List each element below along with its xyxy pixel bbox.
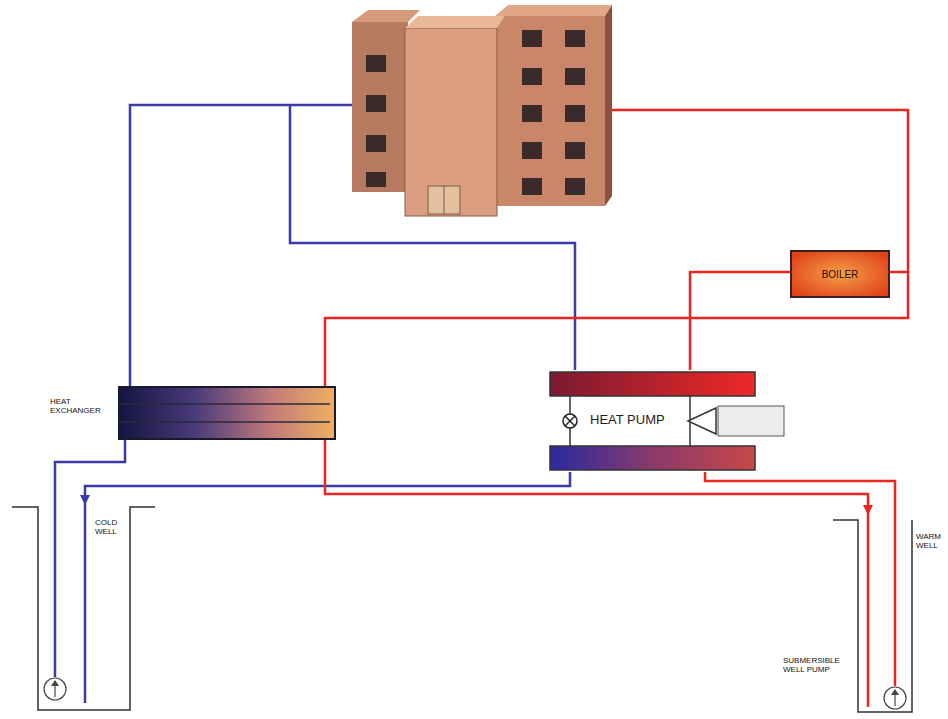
heat-pump-part	[550, 446, 755, 470]
heat-pump-part	[688, 408, 716, 434]
warm-well: WARM WELL SUBMERSIBLE WELL PUMP	[775, 515, 946, 715]
window	[522, 105, 542, 122]
heat-pump-part	[565, 416, 575, 426]
heat-pump-part	[565, 416, 575, 426]
window	[366, 172, 386, 187]
window	[565, 178, 585, 195]
window	[565, 68, 585, 85]
window	[565, 30, 585, 47]
door	[428, 186, 460, 214]
heat-exchanger-part	[119, 421, 330, 423]
well-label: COLD WELL	[95, 519, 127, 537]
building-illustration	[352, 5, 612, 216]
warm-well-part	[891, 689, 899, 695]
pipe-connector	[85, 472, 570, 505]
warm-well-part	[884, 687, 906, 709]
heat-exchanger-part	[119, 403, 330, 405]
cold-well-part	[54, 505, 57, 677]
heat-exchanger-part	[119, 387, 335, 439]
building-illustration	[405, 28, 497, 216]
window	[366, 95, 386, 112]
window	[366, 135, 386, 152]
building-illustration	[352, 22, 408, 192]
pipe-connector	[325, 440, 868, 515]
heat-pump-part	[718, 406, 784, 436]
building-pipe	[290, 105, 575, 370]
warm-well-part	[833, 520, 912, 712]
cold-well-part	[84, 505, 87, 703]
arrow-head	[80, 495, 90, 505]
boiler-label: BOILER	[790, 269, 890, 280]
exchanger-label: HEAT EXCHANGER	[50, 398, 112, 416]
boiler-box-part	[791, 251, 889, 297]
heat-pump-outline	[548, 370, 788, 472]
door	[444, 186, 445, 214]
heat-pump-label: HEAT PUMP	[590, 413, 665, 427]
building-illustration	[352, 10, 420, 22]
heat-exchanger: HEAT EXCHANGER	[118, 386, 338, 440]
cold-well-outline	[10, 505, 160, 715]
pipe-connector	[705, 472, 895, 515]
warm-well-part	[894, 515, 897, 686]
pipe-connector	[690, 272, 790, 370]
building-pipe	[130, 105, 908, 386]
cold-well-part	[51, 680, 59, 686]
cold-well-part	[44, 678, 66, 700]
heat-pump-part	[550, 372, 755, 396]
building-illustration	[495, 5, 612, 16]
building-illustration	[405, 16, 505, 28]
window	[522, 68, 542, 85]
window	[565, 105, 585, 122]
cold-well-part	[12, 507, 155, 710]
heat-exchanger-outline	[118, 386, 338, 440]
window	[366, 55, 386, 72]
pipe-connector	[55, 440, 125, 505]
cold-well: COLD WELL	[10, 505, 160, 715]
building-illustration	[605, 5, 612, 206]
warm-well-part	[867, 515, 870, 707]
building-illustration	[495, 16, 605, 206]
window	[522, 142, 542, 159]
building-pipe	[325, 110, 908, 386]
building-pipe	[130, 105, 352, 386]
window	[522, 178, 542, 195]
arrow-head	[863, 505, 873, 515]
window	[366, 30, 585, 195]
heat-pump-part	[563, 414, 577, 428]
boiler-box: BOILER	[790, 250, 890, 298]
well-label: WARM WELL	[916, 533, 946, 551]
pump-label: SUBMERSIBLE WELL PUMP	[783, 657, 853, 675]
window	[522, 30, 542, 47]
heat-pump: HEAT PUMP	[548, 370, 788, 472]
window	[565, 142, 585, 159]
